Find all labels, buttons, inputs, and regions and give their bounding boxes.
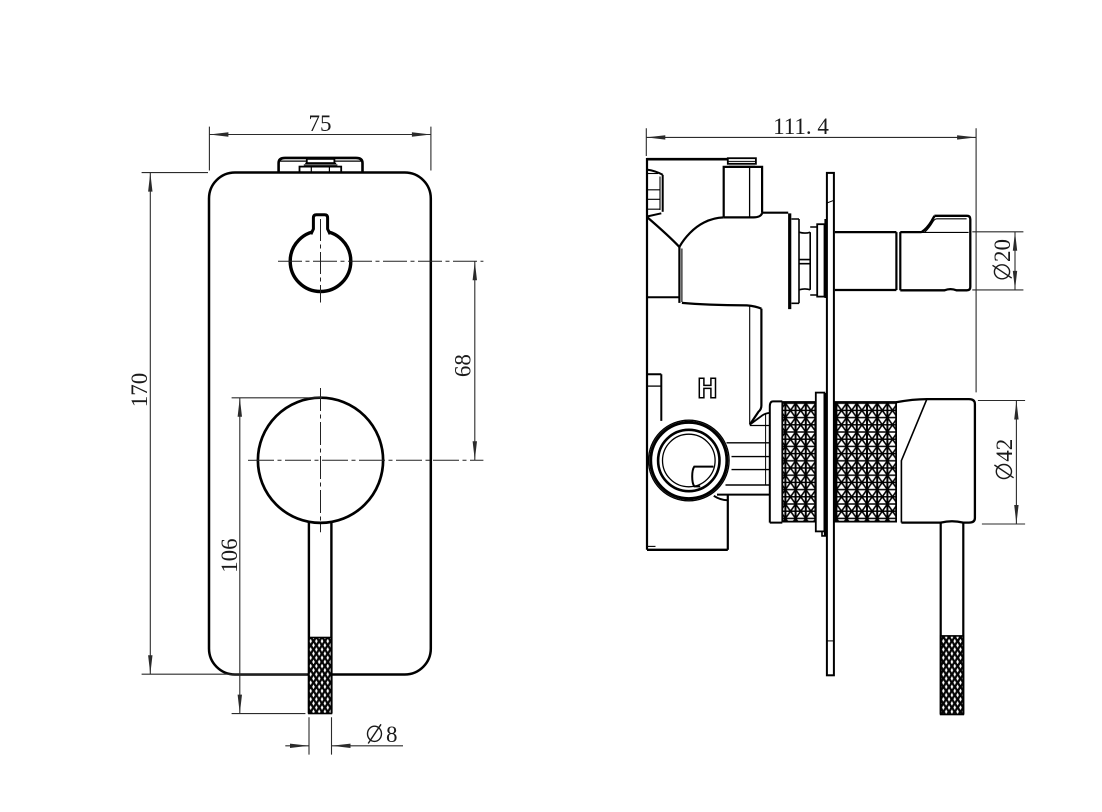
svg-text:111. 4: 111. 4	[773, 114, 829, 139]
svg-text:20: 20	[990, 239, 1015, 262]
svg-text:75: 75	[309, 111, 332, 136]
svg-text:68: 68	[451, 354, 476, 377]
svg-text:42: 42	[992, 439, 1017, 462]
svg-text:170: 170	[127, 373, 152, 408]
svg-text:106: 106	[217, 538, 242, 573]
svg-text:8: 8	[386, 722, 398, 747]
